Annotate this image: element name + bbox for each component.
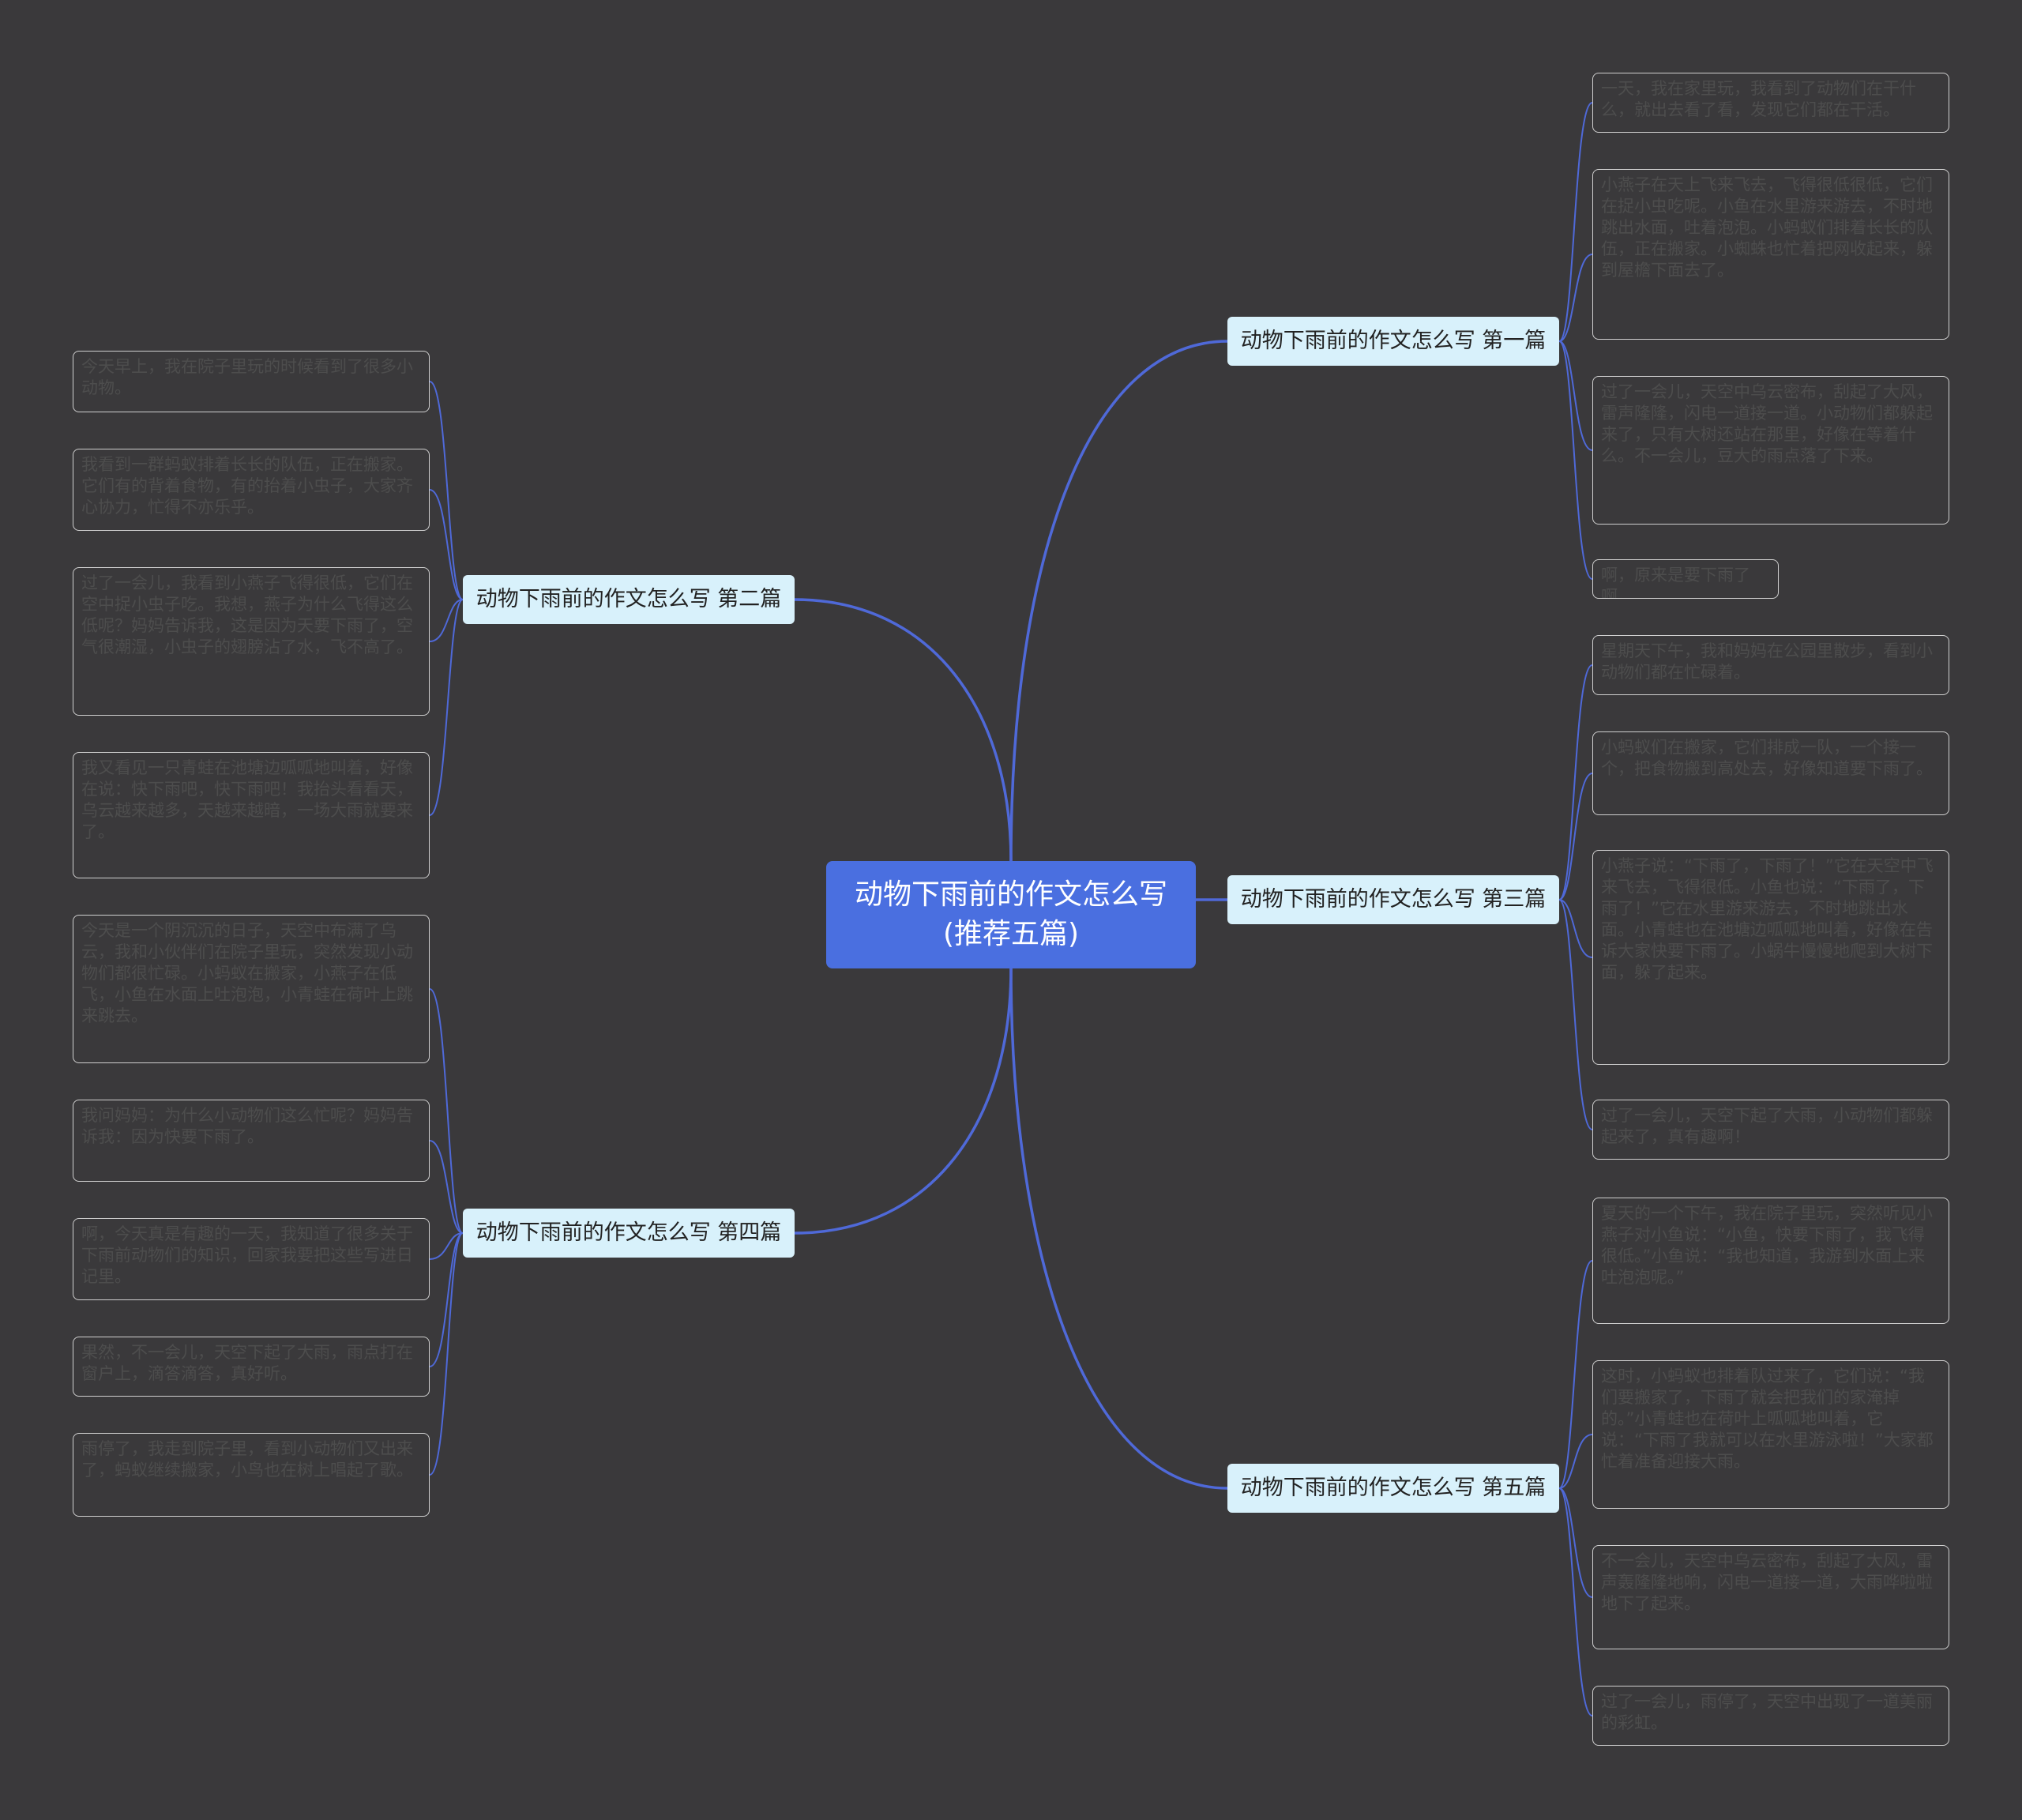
leaf-text: 雨停了，我走到院子里，看到小动物们又出来了，蚂蚁继续搬家，小鸟也在树上唱起了歌。: [81, 1439, 413, 1480]
leaf-node[interactable]: 雨停了，我走到院子里，看到小动物们又出来了，蚂蚁继续搬家，小鸟也在树上唱起了歌。: [73, 1433, 430, 1517]
connector-center-branch-1: [1009, 340, 1228, 862]
branch-node-2[interactable]: 动物下雨前的作文怎么写 第二篇: [463, 575, 795, 624]
leaf-node[interactable]: 这时，小蚂蚁也排着队过来了，它们说：“我们要搬家了，下雨了就会把我们的家淹掉的。…: [1592, 1360, 1949, 1509]
leaf-node[interactable]: 星期天下午，我和妈妈在公园里散步，看到小动物们都在忙碌着。: [1592, 635, 1949, 695]
leaf-text: 我又看见一只青蛙在池塘边呱呱地叫着，好像在说：快下雨吧，快下雨吧！我抬头看看天，…: [81, 758, 413, 841]
branch-label: 动物下雨前的作文怎么写 第二篇: [475, 587, 782, 611]
connector-branch-4-leaf-5: [429, 1232, 464, 1476]
leaf-text: 我看到一群蚂蚁排着长长的队伍，正在搬家。它们有的背着食物，有的抬着小虫子，大家齐…: [81, 455, 413, 517]
leaf-text: 今天是一个阴沉沉的日子，天空中布满了乌云，我和小伙伴们在院子里玩，突然发现小动物…: [81, 921, 413, 1025]
connector-branch-4-leaf-1: [429, 988, 464, 1234]
leaf-node[interactable]: 夏天的一个下午，我在院子里玩，突然听见小燕子对小鱼说：“小鱼，快要下雨了，我飞得…: [1592, 1198, 1949, 1324]
leaf-text: 过了一会儿，我看到小燕子飞得很低，它们在空中捉小虫子吃。我想，燕子为什么飞得这么…: [81, 573, 413, 656]
leaf-text: 啊，今天真是有趣的一天，我知道了很多关于下雨前动物们的知识，回家我要把这些写进日…: [81, 1224, 413, 1286]
leaf-node[interactable]: 今天早上，我在院子里玩的时候看到了很多小动物。: [73, 351, 430, 412]
leaf-node[interactable]: 一天，我在家里玩，我看到了动物们在干什么，就出去看了看，发现它们都在干活。: [1592, 73, 1949, 133]
leaf-text: 不一会儿，天空中乌云密布，刮起了大风，雷声轰隆隆地响，闪电一道接一道，大雨哗啦啦…: [1601, 1551, 1933, 1613]
leaf-node[interactable]: 小蚂蚁们在搬家，它们排成一队，一个接一个，把食物搬到高处去，好像知道要下雨了。: [1592, 731, 1949, 815]
leaf-node[interactable]: 果然，不一会儿，天空下起了大雨，雨点打在窗户上，滴答滴答，真好听。: [73, 1337, 430, 1397]
connector-branch-4-leaf-3: [429, 1232, 464, 1260]
branch-label: 动物下雨前的作文怎么写 第四篇: [475, 1220, 782, 1245]
leaf-node[interactable]: 小燕子说：“下雨了，下雨了！”它在天空中飞来飞去，飞得很低。小鱼也说：“下雨了，…: [1592, 850, 1949, 1065]
leaf-node[interactable]: 过了一会儿，天空中乌云密布，刮起了大风，雷声隆隆，闪电一道接一道。小动物们都躲起…: [1592, 376, 1949, 525]
leaf-node[interactable]: 我问妈妈：为什么小动物们这么忙呢？妈妈告诉我：因为快要下雨了。: [73, 1100, 430, 1182]
leaf-node[interactable]: 不一会儿，天空中乌云密布，刮起了大风，雷声轰隆隆地响，闪电一道接一道，大雨哗啦啦…: [1592, 1545, 1949, 1649]
central-topic-label: 动物下雨前的作文怎么写(推荐五篇): [854, 878, 1167, 950]
connector-branch-2-leaf-4: [429, 599, 464, 816]
branch-label: 动物下雨前的作文怎么写 第五篇: [1240, 1476, 1547, 1500]
connector-branch-4-leaf-2: [429, 1140, 464, 1234]
connector-branch-1-leaf-4: [1558, 340, 1593, 580]
connector-branch-1-leaf-3: [1558, 340, 1593, 451]
leaf-node[interactable]: 过了一会儿，我看到小燕子飞得很低，它们在空中捉小虫子吃。我想，燕子为什么飞得这么…: [73, 567, 430, 716]
leaf-text: 过了一会儿，天空中乌云密布，刮起了大风，雷声隆隆，闪电一道接一道。小动物们都躲起…: [1601, 382, 1933, 465]
connector-branch-2-leaf-1: [429, 381, 464, 600]
branch-label: 动物下雨前的作文怎么写 第一篇: [1240, 329, 1547, 353]
connector-center-branch-2: [794, 598, 1013, 862]
branch-label: 动物下雨前的作文怎么写 第三篇: [1240, 887, 1547, 912]
branch-node-1[interactable]: 动物下雨前的作文怎么写 第一篇: [1227, 317, 1559, 366]
leaf-text: 过了一会儿，雨停了，天空中出现了一道美丽的彩虹。: [1601, 1692, 1933, 1732]
leaf-node[interactable]: 我又看见一只青蛙在池塘边呱呱地叫着，好像在说：快下雨吧，快下雨吧！我抬头看看天，…: [73, 752, 430, 878]
connector-branch-3-leaf-3: [1558, 899, 1593, 958]
leaf-node[interactable]: 啊，今天真是有趣的一天，我知道了很多关于下雨前动物们的知识，回家我要把这些写进日…: [73, 1218, 430, 1300]
connector-center-branch-5: [1009, 968, 1228, 1490]
branch-node-3[interactable]: 动物下雨前的作文怎么写 第三篇: [1227, 875, 1559, 924]
branch-node-4[interactable]: 动物下雨前的作文怎么写 第四篇: [463, 1209, 795, 1258]
connector-branch-5-leaf-1: [1558, 1260, 1593, 1489]
leaf-node[interactable]: 我看到一群蚂蚁排着长长的队伍，正在搬家。它们有的背着食物，有的抬着小虫子，大家齐…: [73, 449, 430, 531]
connector-branch-4-leaf-4: [429, 1232, 464, 1367]
leaf-node[interactable]: 过了一会儿，天空下起了大雨，小动物们都躲起来了，真有趣啊！: [1592, 1100, 1949, 1160]
leaf-node[interactable]: 小燕子在天上飞来飞去，飞得很低很低，它们在捉小虫吃呢。小鱼在水里游来游去，不时地…: [1592, 169, 1949, 340]
leaf-text: 这时，小蚂蚁也排着队过来了，它们说：“我们要搬家了，下雨了就会把我们的家淹掉的。…: [1601, 1367, 1934, 1471]
leaf-text: 今天早上，我在院子里玩的时候看到了很多小动物。: [81, 357, 413, 397]
connector-branch-2-leaf-2: [429, 489, 464, 600]
leaf-text: 小燕子说：“下雨了，下雨了！”它在天空中飞来飞去，飞得很低。小鱼也说：“下雨了，…: [1601, 856, 1934, 982]
connector-branch-3-leaf-2: [1558, 773, 1593, 901]
connector-branch-3-leaf-4: [1558, 899, 1593, 1130]
leaf-text: 果然，不一会儿，天空下起了大雨，雨点打在窗户上，滴答滴答，真好听。: [81, 1343, 413, 1383]
leaf-text: 一天，我在家里玩，我看到了动物们在干什么，就出去看了看，发现它们都在干活。: [1601, 79, 1916, 119]
connector-branch-1-leaf-1: [1558, 102, 1593, 342]
leaf-text: 我问妈妈：为什么小动物们这么忙呢？妈妈告诉我：因为快要下雨了。: [81, 1106, 413, 1146]
leaf-node[interactable]: 过了一会儿，雨停了，天空中出现了一道美丽的彩虹。: [1592, 1686, 1949, 1746]
connector-branch-2-leaf-3: [429, 599, 464, 642]
leaf-node[interactable]: 今天是一个阴沉沉的日子，天空中布满了乌云，我和小伙伴们在院子里玩，突然发现小动物…: [73, 915, 430, 1063]
connector-center-branch-4: [794, 968, 1013, 1235]
leaf-text: 啊，原来是要下雨了啊。: [1601, 566, 1750, 599]
connector-branch-5-leaf-2: [1558, 1434, 1593, 1489]
connector-branch-5-leaf-4: [1558, 1487, 1593, 1717]
leaf-text: 夏天的一个下午，我在院子里玩，突然听见小燕子对小鱼说：“小鱼，快要下雨了，我飞得…: [1601, 1204, 1933, 1287]
leaf-text: 星期天下午，我和妈妈在公园里散步，看到小动物们都在忙碌着。: [1601, 641, 1933, 682]
leaf-text: 小燕子在天上飞来飞去，飞得很低很低，它们在捉小虫吃呢。小鱼在水里游来游去，不时地…: [1601, 175, 1933, 280]
connector-branch-5-leaf-3: [1558, 1487, 1593, 1598]
connector-branch-3-leaf-1: [1558, 664, 1593, 901]
central-topic[interactable]: 动物下雨前的作文怎么写(推荐五篇): [826, 861, 1196, 968]
branch-node-5[interactable]: 动物下雨前的作文怎么写 第五篇: [1227, 1464, 1559, 1513]
connector-branch-1-leaf-2: [1558, 254, 1593, 342]
leaf-text: 小蚂蚁们在搬家，它们排成一队，一个接一个，把食物搬到高处去，好像知道要下雨了。: [1601, 738, 1933, 778]
leaf-node[interactable]: 啊，原来是要下雨了啊。: [1592, 559, 1779, 599]
leaf-text: 过了一会儿，天空下起了大雨，小动物们都躲起来了，真有趣啊！: [1601, 1106, 1933, 1146]
